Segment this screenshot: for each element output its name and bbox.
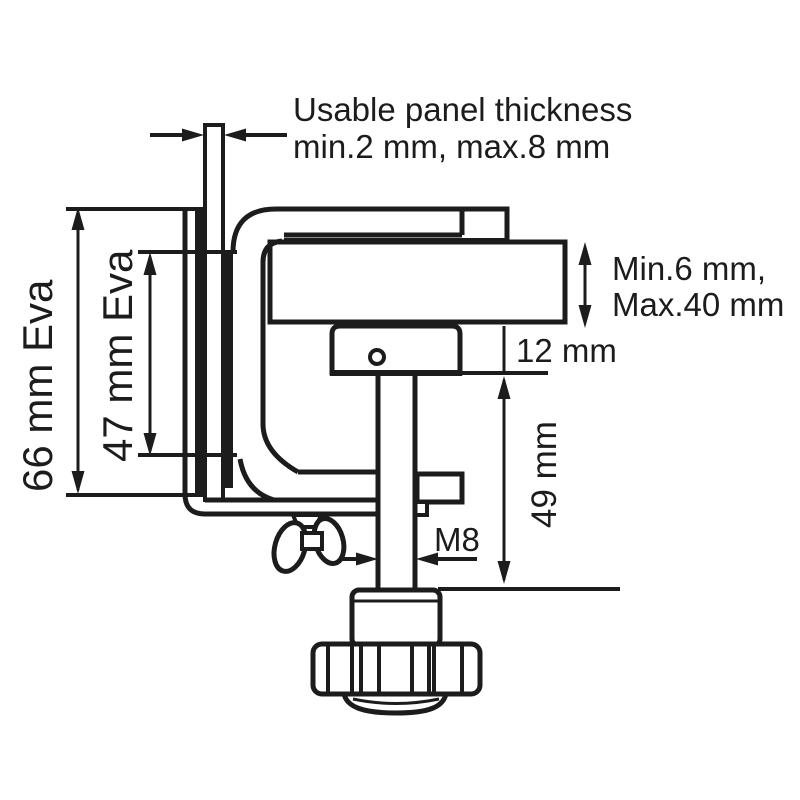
right-clamp-pad — [223, 250, 233, 488]
arrow-down-icon — [71, 471, 85, 494]
pad-height-label: 12 mm — [516, 332, 617, 369]
dimension-tabletop-thickness — [578, 242, 592, 328]
panel-thickness-label-line1: Usable panel thickness — [293, 91, 632, 128]
dimension-panel-thickness — [150, 128, 287, 142]
arrow-left-icon — [416, 552, 438, 566]
dimension-jaw-depth — [138, 250, 237, 457]
tabletop-min-label: Min.6 mm, — [612, 250, 766, 287]
thread-size-label: M8 — [434, 521, 480, 558]
wing-nut — [271, 513, 347, 574]
arrow-down-icon — [578, 305, 592, 328]
arrow-up-icon — [71, 207, 85, 230]
knob-knurled-flange — [310, 641, 483, 697]
pressure-pad-body — [329, 323, 463, 376]
rod-length-label: 49 mm — [525, 421, 564, 528]
tabletop-max-label: Max.40 mm — [612, 286, 784, 323]
arrow-down-icon — [497, 561, 511, 584]
left-clamp-pad — [195, 210, 205, 497]
threaded-rod — [375, 367, 418, 595]
arrow-down-icon — [143, 433, 157, 456]
arrow-right-icon — [182, 128, 204, 142]
panel-thickness-label-line2: min.2 mm, max.8 mm — [293, 128, 610, 165]
arrow-up-icon — [578, 242, 592, 265]
wing-nut-hub — [300, 531, 324, 551]
knob — [310, 587, 483, 716]
clamp-bottom-arm-end-block — [414, 471, 465, 505]
knob-dome-line — [352, 697, 440, 705]
dimension-overall-height — [66, 207, 205, 497]
overall-height-label: 66 mm Eva — [14, 279, 61, 492]
dimension-pad-height — [462, 326, 548, 375]
clamp-top-arm-outer — [230, 206, 510, 253]
arrow-up-icon — [143, 252, 157, 275]
knob-neck — [349, 587, 443, 649]
arrow-left-icon — [224, 128, 246, 142]
pressure-pad — [329, 323, 463, 376]
dimension-thread — [340, 552, 477, 566]
arrow-right-icon — [356, 552, 378, 566]
jaw-depth-label: 47 mm Eva — [94, 249, 141, 462]
arrow-up-icon — [497, 376, 511, 399]
pressure-pad-hole — [368, 348, 386, 366]
tabletop-slab — [267, 239, 568, 325]
wing-nut-left-lobe — [271, 520, 309, 574]
dimension-rod-length — [438, 376, 620, 591]
knob-knurl-ridges — [326, 646, 464, 692]
